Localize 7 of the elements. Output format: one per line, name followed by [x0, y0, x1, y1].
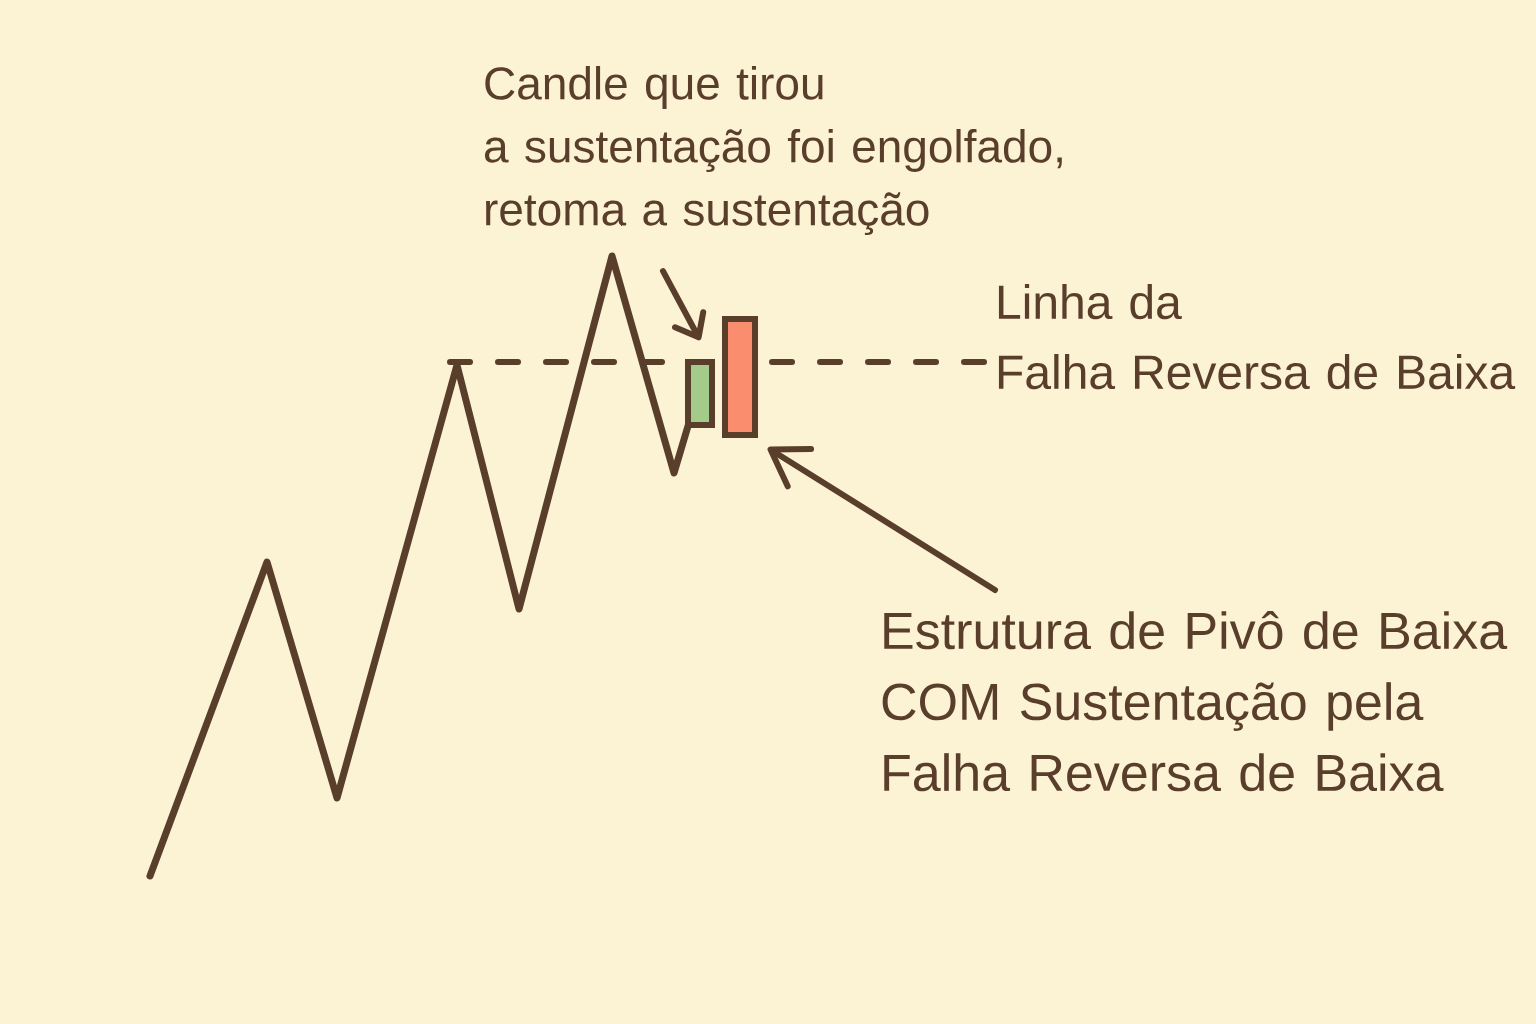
candlestick: [685, 359, 715, 428]
candlestick: [722, 316, 758, 438]
arrow: [660, 268, 707, 341]
line-label: Linha da Falha Reversa de Baixa: [998, 284, 1516, 390]
arrow: [767, 445, 998, 593]
callout-text: Estrutura de Pivô de Baixa COM Sustentação pela Falha Reversa de Baixa: [882, 611, 1508, 792]
callout-text: Candle que tirou a sustentação foi engolfado, retoma a sustentação: [484, 66, 1062, 236]
